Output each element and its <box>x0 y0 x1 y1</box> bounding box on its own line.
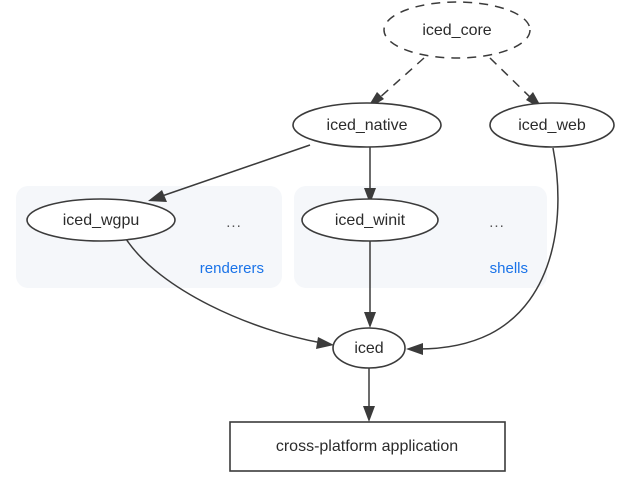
arrowhead-web-iced <box>406 343 423 355</box>
node-cross-platform-application[interactable]: cross-platform application <box>229 421 506 472</box>
node-iced_winit-shape[interactable] <box>301 198 439 242</box>
arrowhead-winit-iced <box>364 312 376 328</box>
edge-path-native-wgpu <box>161 144 311 197</box>
arrowhead-native-winit <box>364 188 376 204</box>
arrowhead-iced-app <box>363 406 375 422</box>
node-iced-shape[interactable] <box>332 327 406 369</box>
cluster-renderers-label: renderers <box>200 260 264 277</box>
node-app-shape[interactable] <box>229 421 506 472</box>
cluster-shells-ellipsis: ... <box>489 214 505 231</box>
node-iced-label: iced <box>354 340 383 357</box>
edge-iced_core-to-iced_web <box>489 57 543 110</box>
node-iced_winit[interactable]: iced_winit <box>301 198 439 242</box>
node-iced_web-label: iced_web <box>518 117 586 134</box>
node-iced[interactable]: iced <box>332 327 406 369</box>
node-iced_native[interactable]: iced_native <box>292 102 442 148</box>
arrowhead-wgpu-iced <box>316 337 334 349</box>
edge-iced_winit-to-iced <box>364 241 376 328</box>
edge-iced_web-to-iced <box>406 147 559 355</box>
edge-iced_wgpu-to-iced <box>125 238 334 349</box>
node-iced_native-shape[interactable] <box>292 102 442 148</box>
node-iced_wgpu-label: iced_wgpu <box>63 212 140 229</box>
node-iced_core[interactable]: iced_core <box>383 1 531 59</box>
edge-iced_native-to-iced_wgpu <box>148 144 311 202</box>
node-iced_winit-label: iced_winit <box>335 212 406 229</box>
edge-iced-to-app <box>363 368 375 422</box>
arrowhead-native-wgpu <box>148 190 167 202</box>
node-iced_wgpu[interactable]: iced_wgpu <box>26 198 176 242</box>
node-iced_core-label: iced_core <box>422 22 491 39</box>
edge-iced_core-to-iced_native <box>366 57 425 110</box>
node-iced_web-shape[interactable] <box>489 102 615 148</box>
edge-iced_native-to-iced_winit <box>364 147 376 204</box>
edge-path-core-web <box>489 57 534 101</box>
node-iced_wgpu-shape[interactable] <box>26 198 176 242</box>
node-iced_native-label: iced_native <box>327 117 408 134</box>
edge-path-wgpu-iced <box>125 238 323 344</box>
node-iced_core-shape[interactable] <box>383 1 531 59</box>
cluster-shells-label: shells <box>490 260 528 277</box>
node-app-label: cross-platform application <box>276 438 458 455</box>
edge-path-core-native <box>376 57 425 101</box>
edge-path-web-iced <box>417 147 559 350</box>
node-iced_web[interactable]: iced_web <box>489 102 615 148</box>
cluster-renderers-ellipsis: ... <box>226 214 242 231</box>
